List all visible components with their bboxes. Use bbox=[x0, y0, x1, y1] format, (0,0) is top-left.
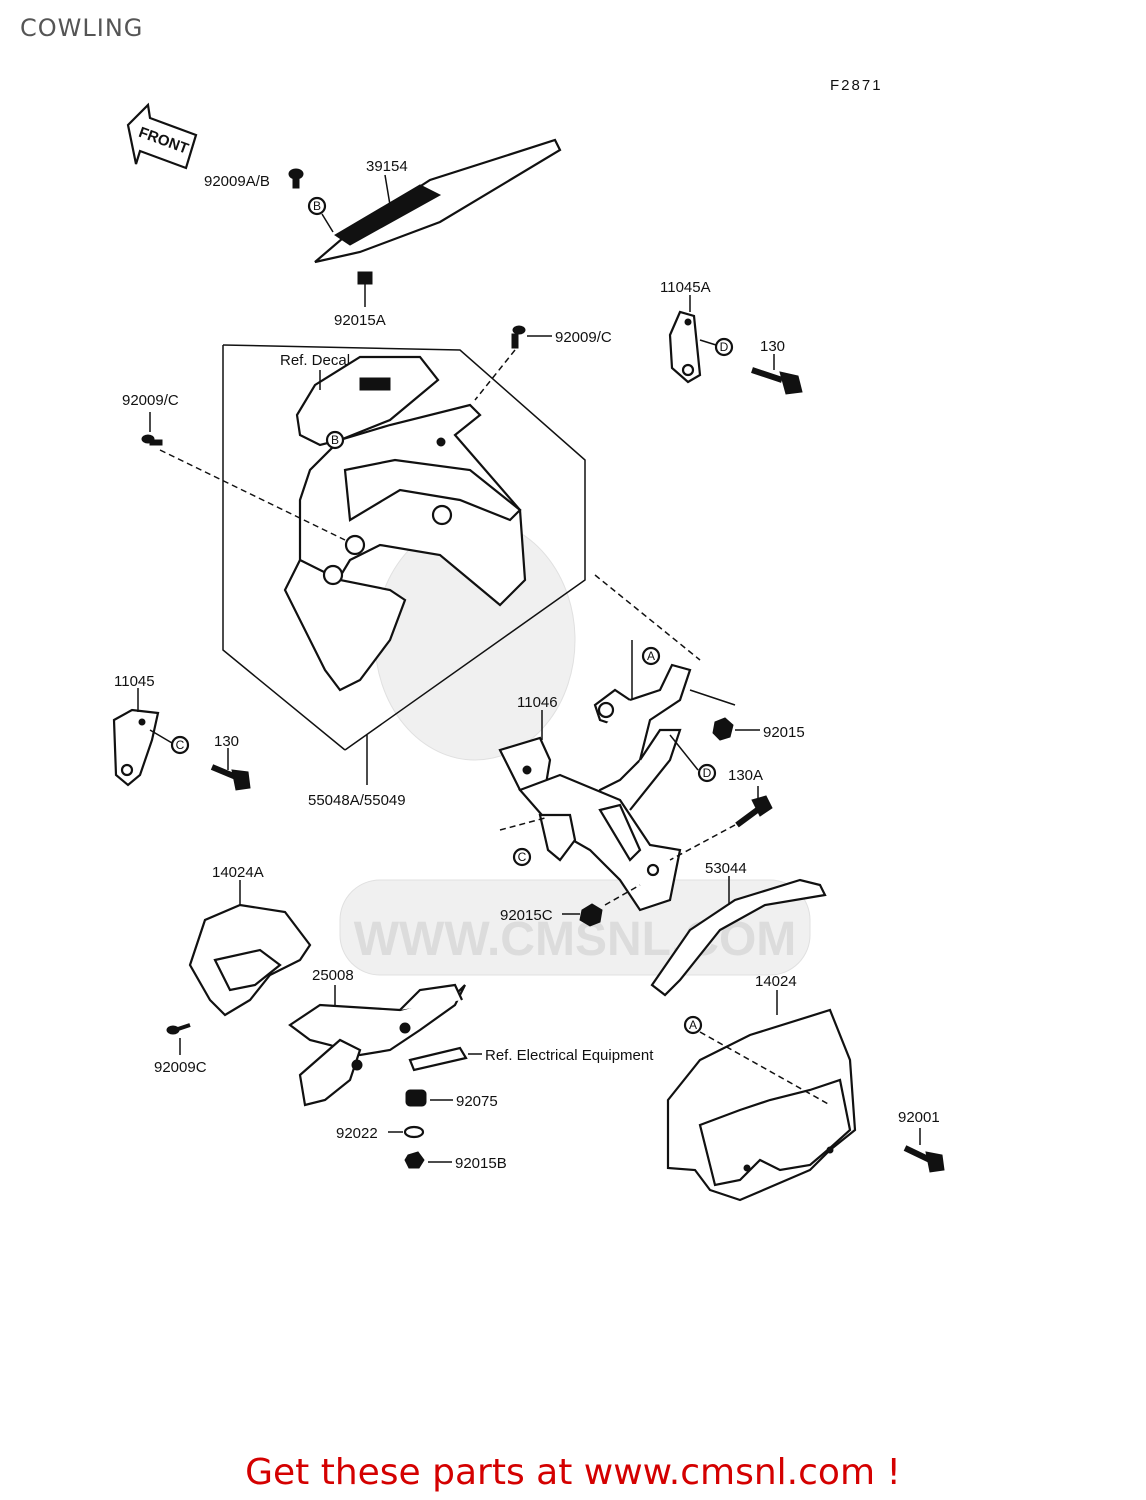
marker-a-stay: A bbox=[647, 649, 655, 663]
marker-d-stay: D bbox=[703, 766, 712, 780]
label-ref-electrical: Ref. Electrical Equipment bbox=[485, 1047, 654, 1064]
screw-92009ab-icon bbox=[288, 168, 304, 189]
washer-92022-icon bbox=[403, 1125, 425, 1139]
front-arrow-icon: FRONT bbox=[126, 102, 198, 170]
label-14024a: 14024A bbox=[212, 864, 264, 881]
screw-92009c-bottom-icon bbox=[166, 1023, 191, 1035]
nut-92015b-icon bbox=[404, 1151, 425, 1169]
label-11045a: 11045A bbox=[660, 279, 711, 296]
bolt-130a-icon bbox=[735, 795, 773, 828]
footer-promo[interactable]: Get these parts at www.cmsnl.com ! bbox=[245, 1452, 901, 1493]
figure-code: F2871 bbox=[830, 77, 883, 94]
bolt-130-top-icon bbox=[751, 367, 803, 395]
grommet-92075-icon bbox=[405, 1089, 427, 1107]
label-92015b: 92015B bbox=[455, 1155, 507, 1172]
screw-92009c-top-icon bbox=[511, 325, 526, 349]
bolt-92001-icon bbox=[903, 1145, 945, 1173]
label-11046: 11046 bbox=[517, 694, 558, 711]
bracket-25008 bbox=[288, 983, 466, 1107]
marker-b-cowl: B bbox=[331, 433, 339, 447]
clip-92015a-icon bbox=[357, 271, 373, 285]
label-92009c-bottom: 92009C bbox=[154, 1059, 207, 1076]
page-title: COWLING bbox=[20, 14, 144, 42]
bolt-130-left-icon bbox=[210, 764, 251, 791]
label-130-left: 130 bbox=[214, 733, 239, 750]
pad-53044 bbox=[650, 878, 827, 997]
label-92009c-top: 92009/C bbox=[555, 329, 612, 346]
bracket-11045 bbox=[112, 708, 160, 787]
ref-electrical-strap bbox=[408, 1046, 468, 1072]
label-92009ab: 92009A/B bbox=[204, 173, 270, 190]
label-25008: 25008 bbox=[312, 967, 354, 984]
bracket-11045a bbox=[668, 310, 702, 384]
label-92022: 92022 bbox=[336, 1125, 378, 1142]
label-92075: 92075 bbox=[456, 1093, 498, 1110]
label-130a: 130A bbox=[728, 767, 763, 784]
label-ref-decal: Ref. Decal bbox=[280, 352, 350, 369]
marker-d-top: D bbox=[720, 340, 729, 354]
marker-c-left: C bbox=[176, 738, 185, 752]
cover-14024a bbox=[188, 903, 312, 1017]
label-92009c-left: 92009/C bbox=[122, 392, 179, 409]
label-92015: 92015 bbox=[763, 724, 805, 741]
marker-a-cover: A bbox=[689, 1018, 697, 1032]
label-92015a: 92015A bbox=[334, 312, 386, 329]
cowling-55048 bbox=[283, 355, 527, 692]
marker-c-stay: C bbox=[518, 850, 527, 864]
label-14024: 14024 bbox=[755, 973, 797, 990]
label-55048: 55048A/55049 bbox=[308, 792, 406, 809]
label-92015c: 92015C bbox=[500, 907, 553, 924]
marker-b-top: B bbox=[313, 199, 321, 213]
nut-92015c-icon bbox=[579, 903, 603, 927]
label-130-top: 130 bbox=[760, 338, 785, 355]
label-39154: 39154 bbox=[366, 158, 408, 175]
label-92001: 92001 bbox=[898, 1109, 940, 1126]
nut-92015-icon bbox=[712, 717, 734, 741]
cover-14024 bbox=[666, 1008, 857, 1202]
label-53044: 53044 bbox=[705, 860, 747, 877]
stay-frame-11046 bbox=[498, 663, 692, 912]
part-39154 bbox=[314, 138, 562, 264]
label-11045: 11045 bbox=[114, 673, 155, 690]
screw-92009c-left-icon bbox=[141, 434, 163, 446]
